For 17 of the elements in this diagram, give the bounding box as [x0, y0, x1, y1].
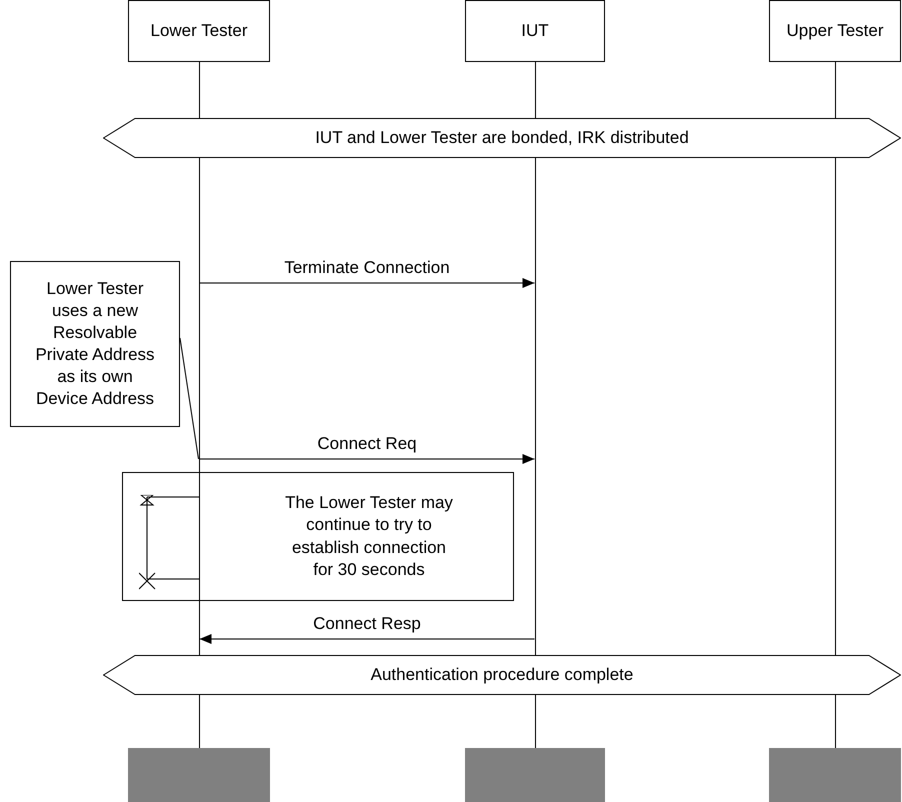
lifeline — [198, 62, 200, 748]
lifeline-head-box: IUT — [465, 0, 605, 62]
lifeline — [834, 62, 836, 748]
lifeline-head-box: Upper Tester — [769, 0, 901, 62]
lifeline-end-bar — [128, 748, 270, 802]
lifeline-end-bar — [769, 748, 901, 802]
lifeline-head-box: Lower Tester — [128, 0, 270, 62]
message-arrow — [199, 634, 535, 644]
lifeline-end-bar — [465, 748, 605, 802]
note-box: Lower Tester uses a new Resolvable Private Address as its own Device Address — [10, 261, 180, 427]
message-arrow — [199, 454, 535, 464]
state-label: Authentication procedure complete — [370, 664, 634, 686]
timer-box — [122, 472, 514, 601]
lifeline — [534, 62, 536, 748]
timer-text: The Lower Tester may continue to try to establish connection for 30 seconds — [284, 492, 454, 581]
message-arrow — [199, 278, 535, 288]
state-label: IUT and Lower Tester are bonded, IRK distributed — [315, 126, 689, 149]
